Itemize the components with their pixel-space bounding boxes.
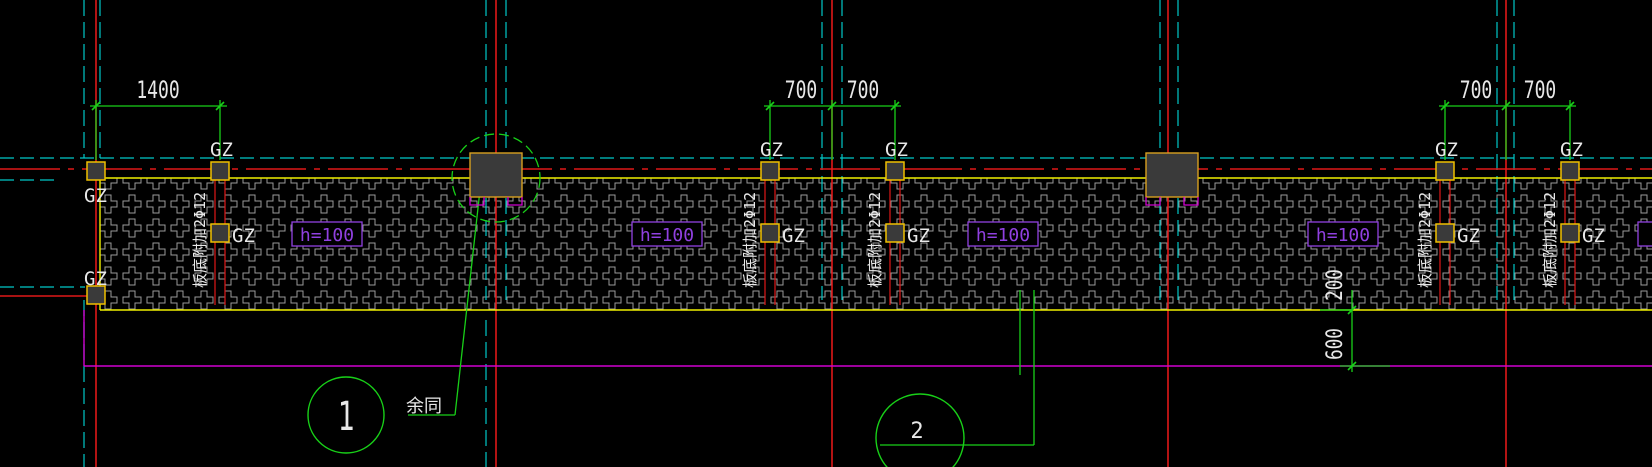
gz-label: GZ [760, 139, 783, 161]
callout-note: 余同 [406, 396, 442, 417]
gz-label: GZ [1457, 225, 1480, 247]
gz-label: GZ [84, 185, 107, 207]
slab-thickness-label: h=100 [1316, 225, 1370, 246]
dim-700-a: 700 [785, 77, 817, 105]
dimension-ticks [91, 101, 1575, 371]
dim-600: 600 [1322, 328, 1347, 360]
magenta-outline [83, 310, 1652, 367]
gz-label: GZ [885, 139, 908, 161]
gz-label: GZ [84, 268, 107, 290]
callout-2-number: 2 [910, 419, 923, 444]
slab-thickness-label: h=100 [300, 225, 354, 246]
callout-2[interactable]: 2 [875, 393, 965, 467]
gz-label: GZ [1435, 139, 1458, 161]
gz-labels: GZ GZ GZ GZ GZ GZ GZ GZ GZ GZ GZ GZ [84, 139, 1605, 290]
rebar-notes: 板底附加2Φ12 板底附加2Φ12 板底附加2Φ12 板底附加2Φ12 板底附加… [191, 192, 1559, 288]
rebar-note: 板底附加2Φ12 [866, 192, 884, 288]
big-column-2[interactable] [1145, 152, 1199, 206]
big-column-1[interactable] [451, 133, 541, 223]
slab-thickness-label: h=100 [640, 225, 694, 246]
rebar-note: 板底附加2Φ12 [1541, 192, 1559, 288]
gz-label: GZ [1560, 139, 1583, 161]
slab-thickness-labels: h=100 h=100 h=100 h=100 [291, 221, 1652, 247]
dim-200: 200 [1322, 269, 1347, 301]
gz-label: GZ [210, 139, 233, 161]
rebar-note: 板底附加2Φ12 [191, 192, 209, 288]
gz-columns[interactable] [86, 161, 1580, 305]
slab-thickness-label: h=100 [976, 225, 1030, 246]
dim-700-c: 700 [1460, 77, 1492, 105]
callout-1-number: 1 [338, 394, 355, 440]
callout-1[interactable]: 1 [307, 376, 385, 454]
gz-label: GZ [1582, 225, 1605, 247]
gz-label: GZ [907, 225, 930, 247]
cyan-dashed-horizontals [0, 157, 1652, 288]
dim-700-b: 700 [847, 77, 879, 105]
rebar-note: 板底附加2Φ12 [1416, 192, 1434, 288]
dim-700-d: 700 [1524, 77, 1556, 105]
dim-1400: 1400 [136, 77, 179, 105]
dimension-lines [90, 100, 1576, 446]
cyan-dashed-verticals [83, 0, 1515, 467]
rebar-note: 板底附加2Φ12 [741, 192, 759, 288]
gz-label: GZ [782, 225, 805, 247]
gz-label: GZ [232, 225, 255, 247]
